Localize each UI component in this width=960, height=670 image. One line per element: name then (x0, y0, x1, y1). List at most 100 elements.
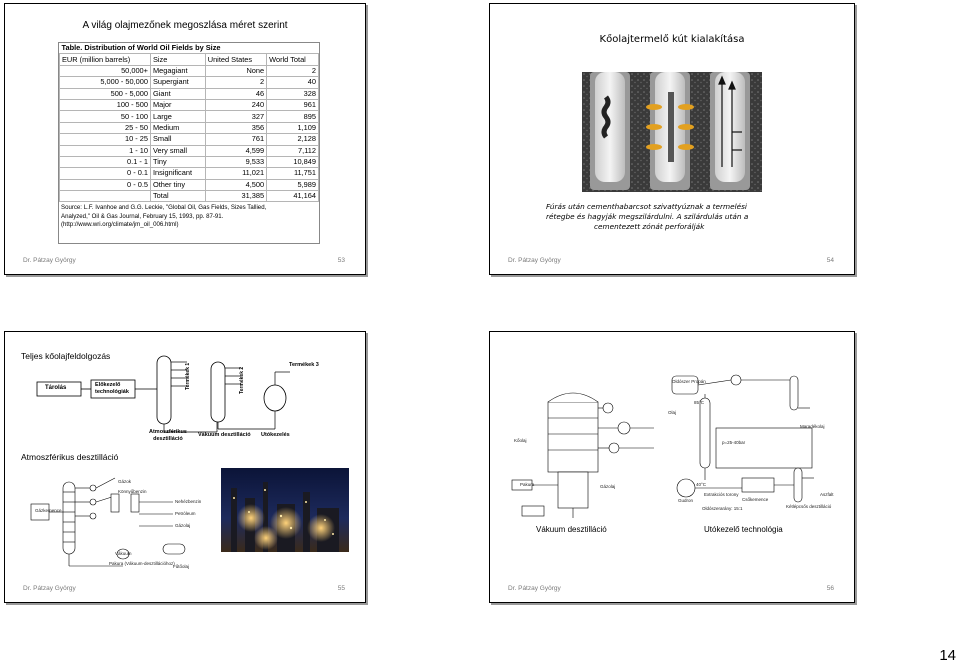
world-cell: 41,164 (267, 191, 319, 202)
us-cell: 4,599 (205, 145, 266, 156)
section-subtitle: Atmoszférikus desztilláció (21, 452, 118, 462)
products1-label: Termékek 1 (185, 363, 191, 390)
mini-label: Gázolaj (600, 484, 615, 489)
mini-label: Gázolaj (175, 523, 190, 528)
slide-caption: Fúrás után cementhabarcsot szivattyúznak… (546, 202, 846, 232)
well-perforating (646, 72, 694, 190)
world-cell: 328 (267, 88, 319, 99)
eur-cell: 5,000 - 50,000 (60, 77, 151, 88)
table-source: Source: L.F. Ivanhoe and G.G. Leckie, "G… (59, 202, 319, 229)
products3-label: Termékek 3 (289, 362, 319, 368)
world-cell: 10,849 (267, 156, 319, 167)
header-us: United States (205, 54, 266, 65)
table-title: Table. Distribution of World Oil Fields … (60, 43, 319, 54)
mini-label: 85°C (694, 400, 704, 405)
well-cemented (590, 72, 630, 190)
slide-author: Dr. Pátzay György (508, 585, 561, 592)
world-cell: 895 (267, 111, 319, 122)
atm-line: Atmoszférikus (149, 429, 187, 436)
us-cell: 9,533 (205, 156, 266, 167)
world-cell: 2,128 (267, 134, 319, 145)
size-cell: Insignificant (150, 168, 205, 179)
mini-label: 40°C (696, 482, 706, 487)
us-cell: 2 (205, 77, 266, 88)
mini-label: Maradékolaj (800, 424, 825, 429)
us-cell: 4,500 (205, 179, 266, 190)
eur-cell: 0 - 0.1 (60, 168, 151, 179)
size-cell: Small (150, 134, 205, 145)
well-producing (710, 72, 750, 190)
us-cell: 356 (205, 122, 266, 133)
mini-label: Petróleum (175, 511, 196, 516)
oil-field-table: Table. Distribution of World Oil Fields … (58, 42, 320, 244)
eur-cell: 100 - 500 (60, 99, 151, 110)
us-cell: 327 (205, 111, 266, 122)
mini-label: Nehézbenzin (175, 499, 201, 504)
world-cell: 1,109 (267, 122, 319, 133)
slide-55: Teljes kőolajfeldolgozás Tárolás Előkeze… (4, 331, 366, 603)
eur-cell: 50 - 100 (60, 111, 151, 122)
source-line: Analyzed," Oil & Gas Journal, February 1… (61, 213, 317, 221)
mini-label: Aszfalt (820, 492, 834, 497)
mini-label: Vákuum (115, 551, 132, 556)
post-treatment-label: Utókezelő technológia (704, 525, 783, 534)
size-cell: Total (150, 191, 205, 202)
header-eur: EUR (million barrels) (60, 54, 151, 65)
size-cell: Very small (150, 145, 205, 156)
eur-cell: 0 - 0.5 (60, 179, 151, 190)
size-cell: Megagiant (150, 65, 205, 76)
mini-label: Oldószer Propán (672, 379, 706, 384)
mini-label: Kőolaj (514, 438, 527, 443)
mini-label: p=25-40bar (722, 440, 745, 445)
slide-54: Kőolajtermelő kút kialakítása (489, 3, 855, 275)
size-cell: Large (150, 111, 205, 122)
eur-cell (60, 191, 151, 202)
size-cell: Giant (150, 88, 205, 99)
slide-author: Dr. Pátzay György (23, 585, 76, 592)
world-cell: 40 (267, 77, 319, 88)
table-row: 10 - 25Small7612,128 (60, 134, 319, 145)
us-cell: 46 (205, 88, 266, 99)
eur-cell: 500 - 5,000 (60, 88, 151, 99)
mini-label: Kétlépcsős desztilláció (786, 504, 831, 509)
header-size: Size (150, 54, 205, 65)
caption-line: rétegbe és hagyják megszilárdulni. A szi… (546, 212, 846, 222)
vac-dist-label: Vákuum desztilláció (198, 432, 251, 438)
size-cell: Major (150, 99, 205, 110)
pretreat-line: technológiák (95, 389, 129, 396)
us-cell: 31,385 (205, 191, 266, 202)
eur-cell: 1 - 10 (60, 145, 151, 156)
storage-label: Tárolás (45, 385, 66, 391)
world-cell: 2 (267, 65, 319, 76)
size-cell: Other tiny (150, 179, 205, 190)
atm-line: desztilláció (149, 436, 187, 443)
mini-label: Csőkemence (742, 497, 768, 502)
slide-56: Kőolaj Oldószer Propán 85°C Olaj Maradék… (489, 331, 855, 603)
eur-cell: 50,000+ (60, 65, 151, 76)
mini-label: Gázok (118, 479, 131, 484)
mini-label: Oldószerarány: 15:1 (702, 506, 743, 511)
source-line: Source: L.F. Ivanhoe and G.G. Leckie, "G… (61, 204, 317, 212)
mini-label: Olaj (668, 410, 676, 415)
slide-title: A világ olajmezőnek megoszlása méret sze… (5, 20, 365, 31)
size-cell: Supergiant (150, 77, 205, 88)
us-cell: 761 (205, 134, 266, 145)
well-completion-illustration (582, 72, 762, 192)
mini-label: Pakura (520, 482, 534, 487)
slide-author: Dr. Pátzay György (23, 257, 76, 264)
source-line: (http://www.wri.org/climate/jm_oil_006.h… (61, 221, 317, 229)
size-cell: Tiny (150, 156, 205, 167)
table-row: 0 - 0.1Insignificant11,02111,751 (60, 168, 319, 179)
slide-53: A világ olajmezőnek megoszlása méret sze… (4, 3, 366, 275)
refinery-night-photo (221, 468, 349, 552)
world-cell: 11,751 (267, 168, 319, 179)
caption-line: Fúrás után cementhabarcsot szivattyúznak… (546, 202, 846, 212)
mini-label: Extrakciós torony (704, 492, 739, 497)
